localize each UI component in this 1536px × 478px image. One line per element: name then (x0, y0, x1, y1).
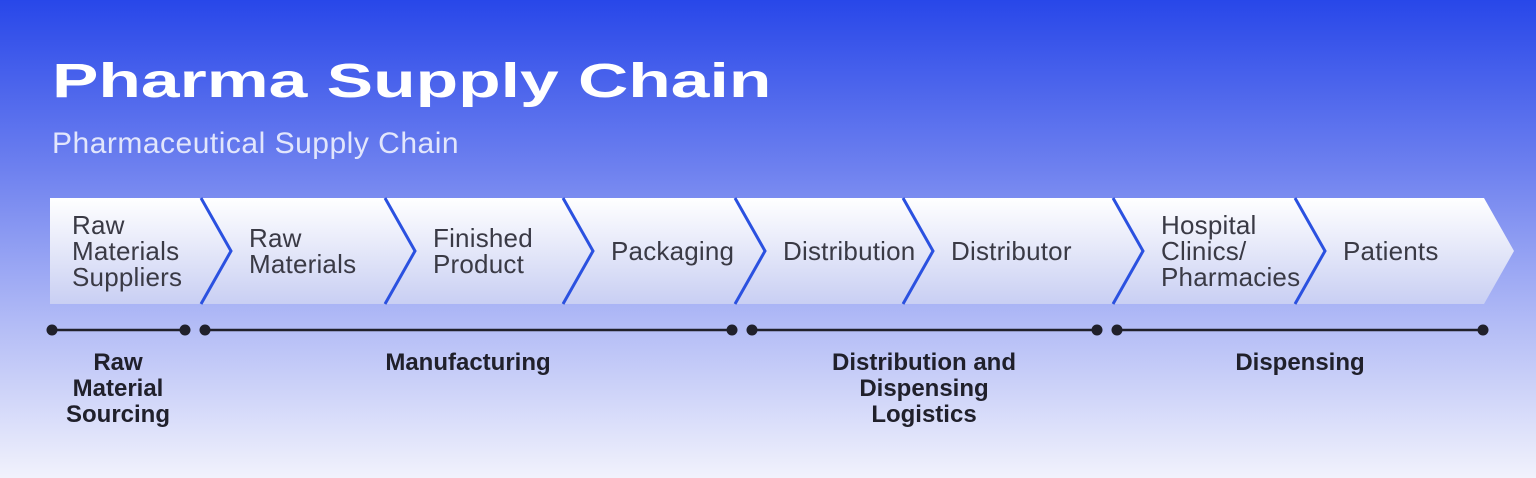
phase-raw-material-sourcing: Raw Material Sourcing (65, 349, 170, 428)
chevron-separator-icon (561, 197, 595, 305)
flow-band (50, 198, 1514, 304)
page-subtitle: Pharmaceutical Supply Chain (52, 127, 460, 160)
phase-dot (199, 324, 211, 336)
stage-hospital-clinics-pharmacies: Hospital Clinics/ Pharmacies (1161, 210, 1301, 292)
stage-patients: Patients (1343, 236, 1439, 266)
stage-raw-materials-suppliers: Raw Materials Suppliers (72, 210, 183, 292)
phase-manufacturing: Manufacturing (385, 349, 551, 376)
page-title: Pharma Supply Chain (52, 55, 772, 108)
stage-distribution: Distribution (783, 236, 916, 266)
phase-dot (726, 324, 738, 336)
stage-raw-materials: Raw Materials (249, 223, 357, 279)
phase-dot (179, 324, 191, 336)
chevron-separator-icon (199, 197, 233, 305)
phase-distribution-dispensing-logistics: Distribution and Dispensing Logistics (832, 349, 1016, 428)
chevron-separator-icon (1293, 197, 1327, 305)
stage-distributor: Distributor (951, 236, 1072, 266)
stage-packaging: Packaging (611, 236, 735, 266)
phase-dot (1091, 324, 1103, 336)
chevron-separator-icon (383, 197, 417, 305)
phase-dot (1477, 324, 1489, 336)
chevron-separator-icon (733, 197, 767, 305)
phase-dispensing: Dispensing (1235, 349, 1365, 376)
chevron-separator-icon (1111, 197, 1145, 305)
chevron-separator-icon (901, 197, 935, 305)
phase-dot (46, 324, 58, 336)
phase-dot (1111, 324, 1123, 336)
stage-finished-product: Finished Product (433, 223, 533, 279)
phase-dot (746, 324, 758, 336)
